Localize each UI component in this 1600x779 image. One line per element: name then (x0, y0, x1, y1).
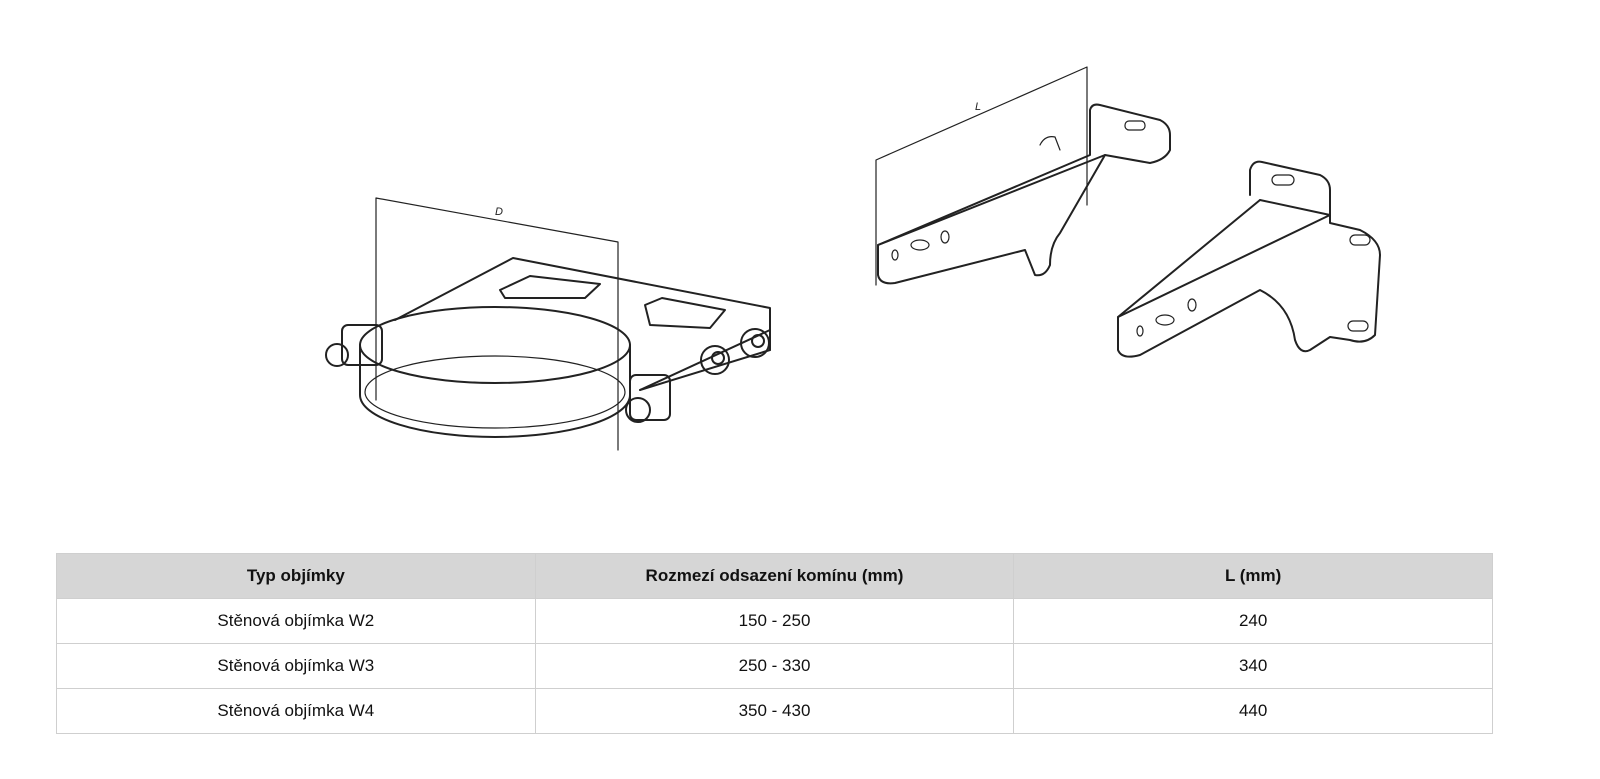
clamp-specification-table: Typ objímky Rozmezí odsazení komínu (mm)… (56, 553, 1493, 734)
cell-offset-range: 150 - 250 (534, 598, 1015, 644)
table-row: Stěnová objímka W2 150 - 250 240 (56, 598, 1493, 644)
cell-length: 240 (1013, 598, 1493, 644)
cell-offset-range: 250 - 330 (534, 643, 1015, 689)
cell-clamp-type: Stěnová objímka W4 (56, 688, 536, 734)
cell-clamp-type: Stěnová objímka W3 (56, 643, 536, 689)
dimension-label-d: D (495, 206, 503, 218)
cell-clamp-type: Stěnová objímka W2 (56, 598, 536, 644)
header-length: L (mm) (1013, 553, 1493, 599)
header-clamp-type: Typ objímky (56, 553, 536, 599)
header-offset-range: Rozmezí odsazení komínu (mm) (534, 553, 1015, 599)
cell-offset-range: 350 - 430 (534, 688, 1015, 734)
table-row: Stěnová objímka W4 350 - 430 440 (56, 688, 1493, 734)
cell-length: 440 (1013, 688, 1493, 734)
table-header-row: Typ objímky Rozmezí odsazení komínu (mm)… (56, 553, 1493, 599)
table-row: Stěnová objímka W3 250 - 330 340 (56, 643, 1493, 689)
cell-length: 340 (1013, 643, 1493, 689)
dimension-label-l: L (975, 101, 981, 113)
wall-bracket-drawing: L (860, 55, 1400, 375)
wall-clamp-drawing: D (300, 180, 800, 460)
